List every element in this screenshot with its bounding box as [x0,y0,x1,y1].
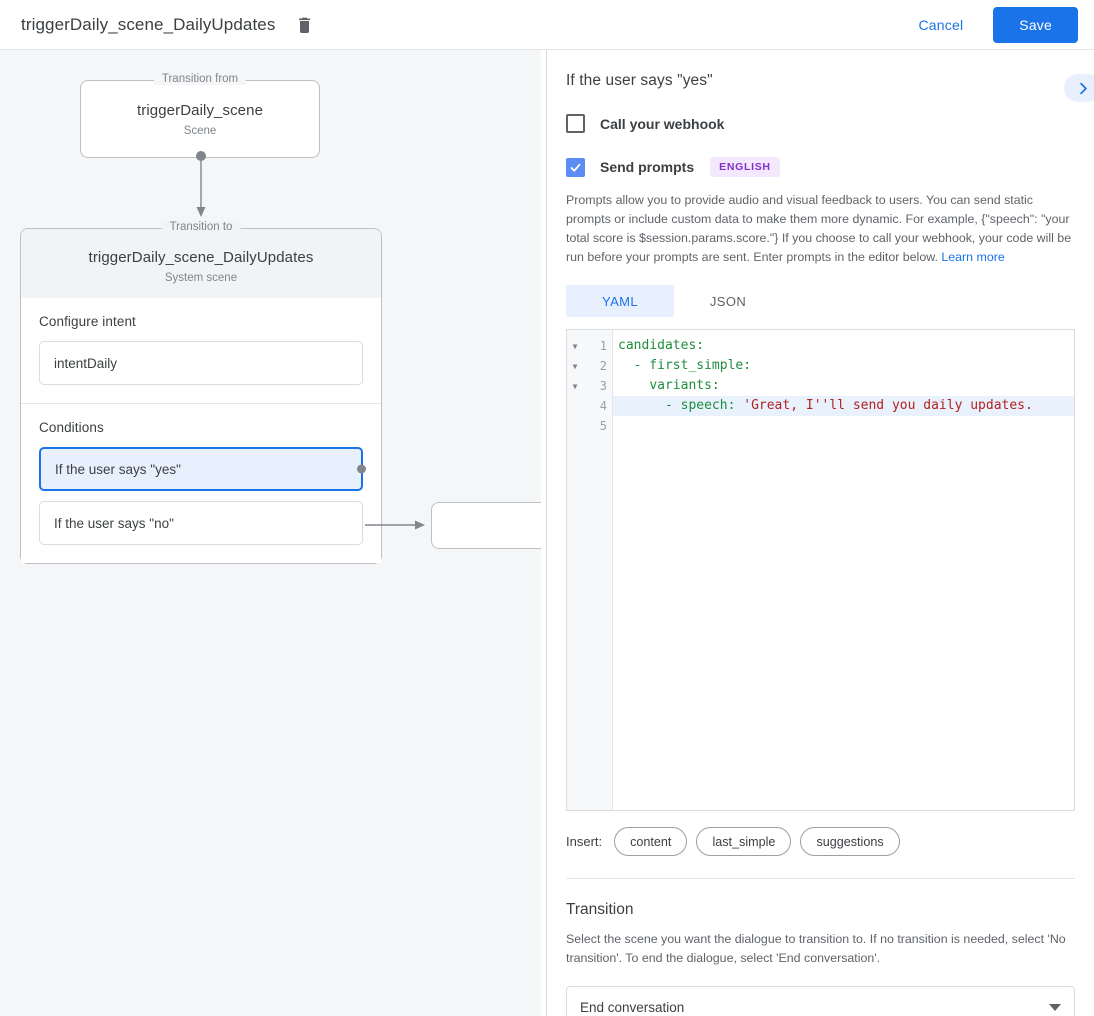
format-tabs: YAML JSON [566,285,1075,318]
trash-icon[interactable] [291,12,317,38]
fold-triangle-icon[interactable]: ▼ [572,381,578,391]
configure-intent-label: Configure intent [39,314,136,329]
transition-to-legend: Transition to [161,221,241,233]
line-number: 1 [599,339,607,354]
condition-output-dot[interactable] [357,464,366,474]
line-number: 3 [599,379,607,394]
page-title: triggerDaily_scene_DailyUpdates [21,14,276,34]
transition-description: Select the scene you want the dialogue t… [566,932,1066,966]
transition-to-header: Transition to triggerDaily_scene_DailyUp… [21,221,381,298]
yaml-key: - first_simple: [633,358,752,374]
insert-chip-content[interactable]: content [614,827,688,857]
yaml-key: - speech: [664,398,744,414]
gutter-row: ▼1 [567,336,612,356]
intent-field[interactable]: intentDaily [39,341,363,385]
transition-section-title: Transition [566,901,634,919]
insert-chip-last-simple[interactable]: last_simple [696,827,792,857]
transition-from-legend: Transition from [153,73,247,85]
line-number: 5 [599,419,607,434]
transition-to-node[interactable]: Transition to triggerDaily_scene_DailyUp… [20,221,382,564]
insert-row: Insert: content last_simple suggestions [566,827,1075,857]
condition-item-yes[interactable]: If the user says "yes" [39,447,366,491]
save-button[interactable]: Save [993,6,1078,43]
top-bar: triggerDaily_scene_DailyUpdates Cancel S… [0,0,1094,50]
gutter-row: ▼2 [567,356,612,376]
call-webhook-label: Call your webhook [600,115,725,132]
configure-intent-section: Configure intent intentDaily [21,298,381,403]
gutter-row: ▼3 [567,376,612,396]
prompts-description: Prompts allow you to provide audio and v… [566,191,1075,266]
connector-arrow-right [365,520,425,530]
tab-json[interactable]: JSON [709,293,747,309]
line-number: 4 [599,399,607,414]
tab-yaml[interactable]: YAML [566,285,674,318]
gutter-row: 4 [567,396,612,416]
panel-title: If the user says "yes" [566,72,713,89]
transition-from-title: triggerDaily_scene [136,101,264,119]
gutter-row: 5 [567,416,612,436]
condition-item-no-label: If the user says "no" [54,515,174,531]
code-line-active: - speech: 'Great, I''ll send you daily u… [613,396,1074,417]
yaml-key: variants: [649,378,720,394]
code-line [613,416,1074,436]
yaml-key: candidates: [618,338,705,354]
target-empty-node[interactable] [431,502,541,549]
send-prompts-row[interactable]: Send prompts ENGLISH [566,157,1075,177]
panel-divider [546,50,547,1016]
prompt-editor[interactable]: ▼1 ▼2 ▼3 4 5 candidates: - first_simple:… [566,329,1075,812]
editor-content[interactable]: candidates: - first_simple: variants: - … [613,330,1074,810]
webhook-row[interactable]: Call your webhook [566,114,1075,133]
top-bar-actions: Cancel Save [903,6,1094,43]
fold-triangle-icon[interactable]: ▼ [572,361,578,371]
section-divider [566,878,1075,880]
canvas-edge-strip [541,50,546,1016]
line-number: 2 [599,359,607,374]
fold-triangle-icon[interactable]: ▼ [572,341,578,351]
transition-from-subtitle: Scene [183,124,217,137]
chevron-right-icon[interactable] [1064,74,1094,102]
details-panel: If the user says "yes" Call your webhook… [547,50,1094,1016]
caret-down-icon [1049,1000,1061,1015]
insert-chip-suggestions[interactable]: suggestions [800,827,900,857]
transition-select[interactable]: End conversation [566,986,1075,1016]
condition-item-yes-label: If the user says "yes" [55,461,181,477]
transition-select-value: End conversation [580,999,685,1015]
editor-gutter: ▼1 ▼2 ▼3 4 5 [567,330,613,811]
code-line: - first_simple: [613,356,1074,376]
call-webhook-checkbox[interactable] [566,114,585,133]
yaml-string: 'Great, I''ll send you daily updates. [743,398,1033,414]
code-line: candidates: [613,336,1074,356]
send-prompts-checkbox[interactable] [566,157,585,177]
conditions-label: Conditions [39,420,104,435]
send-prompts-label: Send prompts [600,159,695,175]
transition-from-node[interactable]: Transition from triggerDaily_scene Scene [80,73,320,158]
cancel-button[interactable]: Cancel [903,8,980,42]
flow-canvas[interactable]: Transition from triggerDaily_scene Scene… [0,50,541,1016]
transition-to-subtitle: System scene [164,272,238,284]
prompts-description-text: Prompts allow you to provide audio and v… [566,193,1072,264]
conditions-section: Conditions If the user says "yes" If the… [21,403,381,563]
condition-item-no[interactable]: If the user says "no" [39,501,363,545]
code-line: variants: [613,376,1074,396]
insert-label: Insert: [566,834,603,850]
transition-to-title: triggerDaily_scene_DailyUpdates [88,249,314,266]
language-badge: ENGLISH [710,157,780,177]
connector-arrow-down [196,151,206,217]
learn-more-link[interactable]: Learn more [941,249,1005,264]
